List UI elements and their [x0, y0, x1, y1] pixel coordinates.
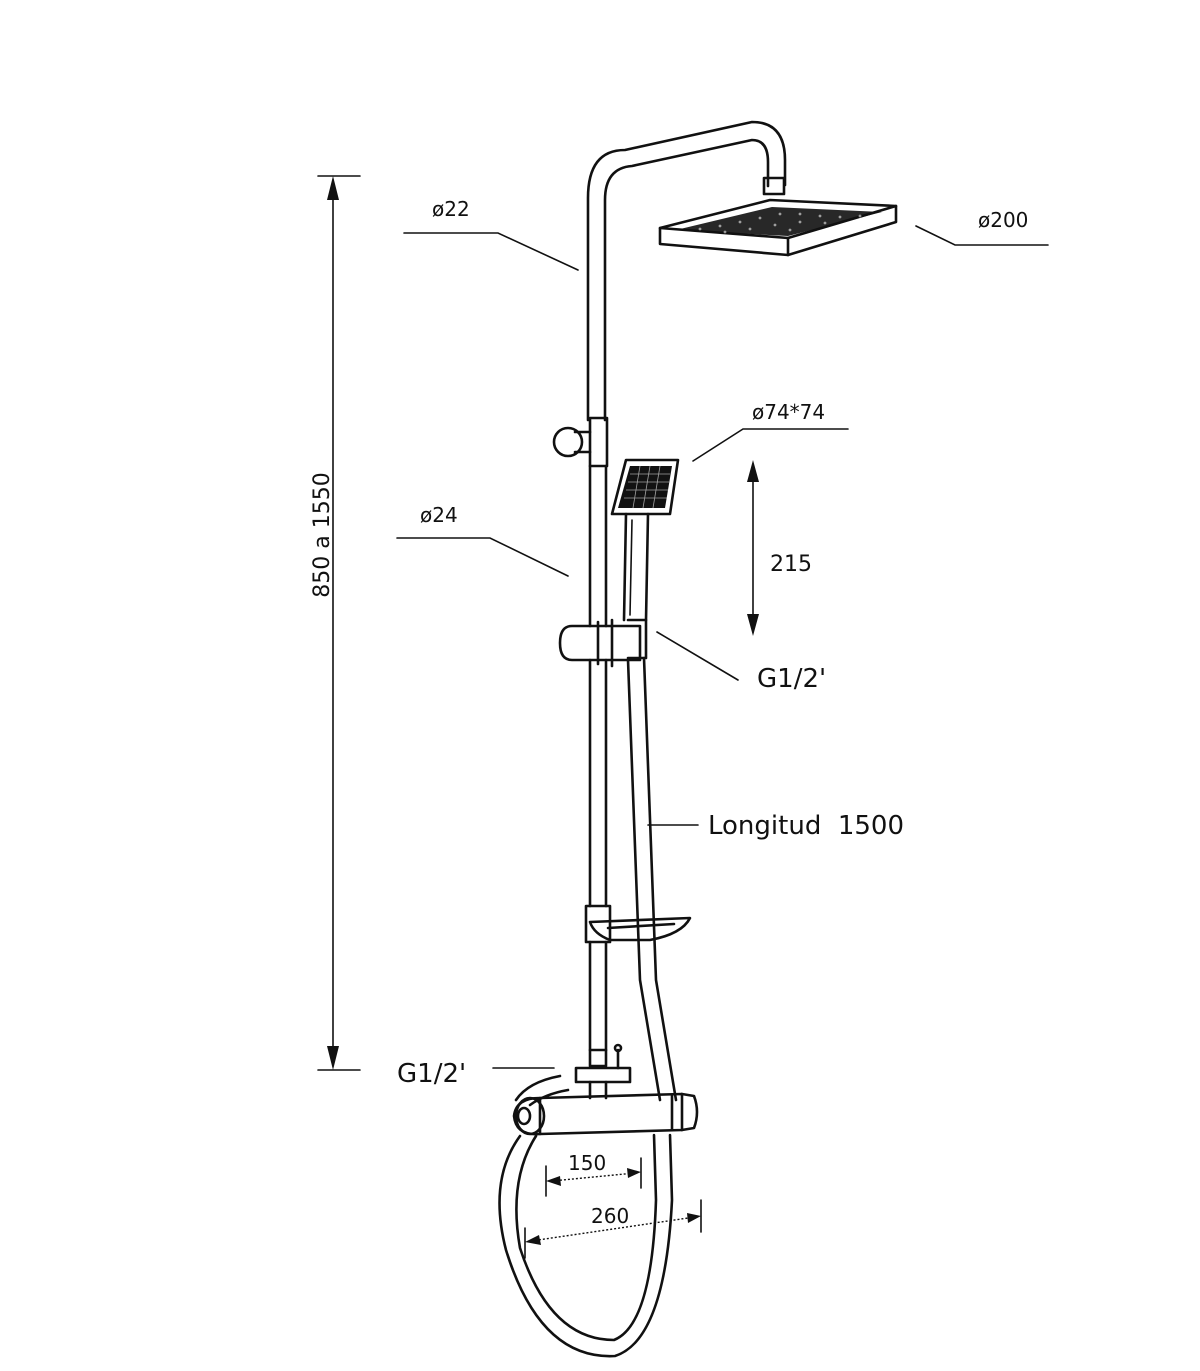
head-shower-size-label: ø200 — [978, 208, 1028, 232]
total-height-label: 850 a 1550 — [310, 472, 335, 597]
slide-bar — [588, 464, 608, 1052]
inlet-thread-label: G1/2' — [397, 1059, 466, 1089]
head-shower — [658, 198, 898, 257]
hand-shower-length-label: 215 — [770, 552, 812, 577]
inlet-spacing-label: 150 — [568, 1151, 606, 1175]
slide-holder — [558, 618, 648, 668]
outlet-thread-label: G1/2' — [757, 664, 826, 694]
shower-hose — [498, 656, 678, 1358]
inlet-spacing-dimension — [545, 1157, 642, 1197]
mixer-width-dimension — [524, 1199, 702, 1259]
rail-pipe-diameter-label: ø22 — [432, 197, 470, 221]
mixer-width-label: 260 — [591, 1204, 629, 1228]
hose-length-label: Longitud 1500 — [708, 811, 904, 841]
total-height-dimension — [317, 175, 361, 1071]
soap-dish — [584, 904, 692, 944]
shower-arm — [586, 120, 787, 422]
leader-lines — [396, 225, 1049, 1069]
hand-shower-size-label: ø74*74 — [752, 400, 825, 424]
wall-bracket — [552, 416, 609, 468]
thermostatic-mixer — [512, 1092, 699, 1136]
hand-shower — [610, 458, 680, 622]
diverter — [514, 1043, 632, 1107]
hand-shower-length-dimension — [747, 460, 759, 636]
slide-bar-diameter-label: ø24 — [420, 503, 458, 527]
